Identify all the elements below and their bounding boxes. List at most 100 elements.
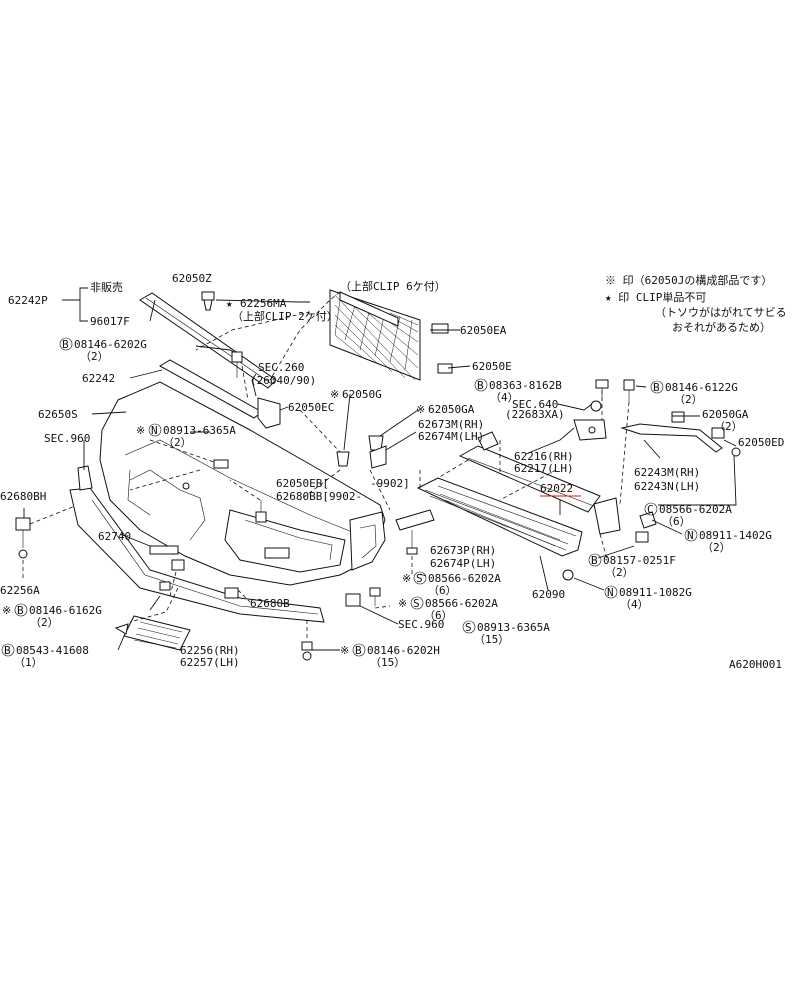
marker-kome-text: ※ bbox=[136, 424, 145, 437]
label-qty-1: （1） bbox=[14, 656, 43, 669]
label-08566-6202a-c: 08566-6202A bbox=[425, 597, 498, 610]
label-62680bb: 62680BB[9902- bbox=[276, 490, 362, 503]
part-96017f-bracket bbox=[139, 292, 277, 389]
marker-kome-62050g: ※ bbox=[330, 388, 339, 401]
label-9902-end: -9902] bbox=[370, 477, 410, 490]
label-62740: 62740 bbox=[98, 530, 131, 543]
note-line-2: ★ 印 CLIP単品不可 bbox=[605, 290, 706, 304]
marker-b-text: B bbox=[355, 644, 362, 657]
marker-s-08913b: S bbox=[462, 620, 476, 634]
part-62650s-bumper-cover bbox=[99, 381, 386, 586]
label-sec960-lower: SEC.960 bbox=[398, 618, 444, 631]
marker-kome-text: ※ bbox=[402, 572, 411, 585]
symbol-markers: B ※ N B B ★ ※ ※ C N bbox=[1, 297, 698, 657]
label-62022: 62022 bbox=[540, 482, 573, 495]
label-08911-1082g: 08911-1082G bbox=[619, 586, 692, 599]
marker-kome-08913: ※ N bbox=[136, 423, 162, 437]
label-sec260: SEC.260 bbox=[258, 361, 304, 374]
marker-kome-text: ※ bbox=[340, 644, 349, 657]
label-62680bh: 62680BH bbox=[0, 490, 46, 503]
label-62256a: 62256A bbox=[0, 584, 40, 597]
marker-b-text: B bbox=[4, 644, 11, 657]
label-clip-2: （上部CLIP 2ケ付） bbox=[232, 309, 338, 323]
part-labels: 62050Z 62242P 非販売 96017F 62256MA （上部CLIP… bbox=[0, 272, 784, 671]
marker-b-08363: B bbox=[474, 378, 488, 392]
part-nut-08911-1082g bbox=[562, 569, 574, 581]
label-qty-2a: （2） bbox=[80, 350, 109, 363]
marker-s-text: S bbox=[465, 621, 472, 634]
label-08566-6202a: 08566-6202A bbox=[659, 503, 732, 516]
part-62050ea-clip bbox=[431, 323, 449, 334]
part-62050g-clip bbox=[336, 451, 350, 467]
label-62243n: 62243N(LH) bbox=[634, 480, 700, 493]
label-08146-6122g: 08146-6122G bbox=[665, 381, 738, 394]
label-qty-6b: （6） bbox=[428, 584, 457, 597]
label-sec260-ref: (26040/90) bbox=[250, 374, 316, 387]
marker-kome-text: ※ bbox=[330, 388, 339, 401]
legend-notes: ※ 印（62050Jの構成部品です） ★ 印 CLIP単品不可 （トソウがはがれ… bbox=[605, 273, 787, 334]
part-62680b-clip bbox=[224, 587, 239, 599]
marker-b-text: B bbox=[62, 338, 69, 351]
marker-kome-text: ※ bbox=[398, 597, 407, 610]
marker-b-text: B bbox=[477, 379, 484, 392]
marker-star-text: ★ bbox=[226, 297, 233, 310]
label-62673p: 62673P(RH) bbox=[430, 544, 496, 557]
marker-n-text: N bbox=[607, 586, 614, 599]
label-62217: 62217(LH) bbox=[514, 462, 574, 475]
marker-b-text: B bbox=[591, 554, 598, 567]
marker-n-08911-1402g: N bbox=[684, 528, 698, 542]
label-qty-2-right: （2） bbox=[714, 420, 743, 433]
note-line-1: ※ 印（62050Jの構成部品です） bbox=[605, 273, 772, 287]
part-nut-08911-1402g bbox=[639, 511, 657, 529]
part-62740-brackets bbox=[149, 545, 185, 591]
marker-kome-text: ※ bbox=[2, 604, 11, 617]
part-bolt-08146-6202g bbox=[231, 351, 243, 378]
label-08543-41608: 08543-41608 bbox=[16, 644, 89, 657]
label-62680b: 62680B bbox=[250, 597, 290, 610]
label-62256: 62256(RH) bbox=[180, 644, 240, 657]
diagram-id: A620H001 bbox=[729, 658, 782, 671]
marker-b-08146-6122g: B bbox=[650, 380, 664, 394]
part-62680bh-clip bbox=[15, 517, 31, 559]
marker-s-08566-b: ※ S bbox=[398, 596, 424, 610]
marker-n-text: N bbox=[687, 529, 694, 542]
part-62256ma-clip bbox=[201, 291, 215, 311]
label-08911-1402g: 08911-1402G bbox=[699, 529, 772, 542]
label-62256ma: 62256MA bbox=[240, 297, 287, 310]
part-sec960-bracket bbox=[345, 593, 361, 607]
label-qty-2d: （2） bbox=[702, 541, 731, 554]
label-62050ga: 62050GA bbox=[428, 403, 475, 416]
label-08913-6365a-b: 08913-6365A bbox=[477, 621, 550, 634]
part-62673p-bracket bbox=[395, 509, 435, 555]
label-62050e: 62050E bbox=[472, 360, 512, 373]
label-qty-2e: （2） bbox=[605, 566, 634, 579]
note-line-4: おそれがあるため） bbox=[672, 320, 771, 334]
label-qty-6a: （6） bbox=[662, 515, 691, 528]
label-qty-2c: （2） bbox=[163, 436, 192, 449]
note-line-3: （トソウがはがれてサビる bbox=[655, 305, 787, 319]
leader-lines bbox=[22, 287, 737, 651]
part-62216-stay bbox=[573, 419, 607, 441]
label-62216: 62216(RH) bbox=[514, 450, 574, 463]
label-08146-6202h: 08146-6202H bbox=[367, 644, 440, 657]
label-qty-4a: （4） bbox=[490, 391, 519, 404]
label-62050eb: 62050EB[ bbox=[276, 477, 329, 490]
label-clip-6: （上部CLIP 6ケ付） bbox=[340, 279, 446, 293]
marker-kome-text: ※ bbox=[416, 403, 425, 416]
label-62050ed: 62050ED bbox=[738, 436, 784, 449]
marker-kome-08146-6162g: ※ B bbox=[2, 603, 28, 617]
label-96017f: 96017F bbox=[90, 315, 130, 328]
part-62243m-bracket bbox=[620, 423, 723, 453]
marker-kome-62050ga: ※ bbox=[416, 403, 425, 416]
marker-b-text: B bbox=[653, 381, 660, 394]
label-62243m: 62243M(RH) bbox=[634, 466, 700, 479]
marker-star-62256ma: ★ bbox=[226, 297, 233, 310]
part-62050ga-right-clip bbox=[671, 411, 685, 423]
part-lower-lip bbox=[69, 487, 325, 623]
marker-b-08543: B bbox=[1, 643, 15, 657]
part-drawings bbox=[15, 289, 741, 661]
marker-n-text: N bbox=[151, 424, 158, 437]
label-08157-0251f: 08157-0251F bbox=[603, 554, 676, 567]
marker-b-text: B bbox=[17, 604, 24, 617]
